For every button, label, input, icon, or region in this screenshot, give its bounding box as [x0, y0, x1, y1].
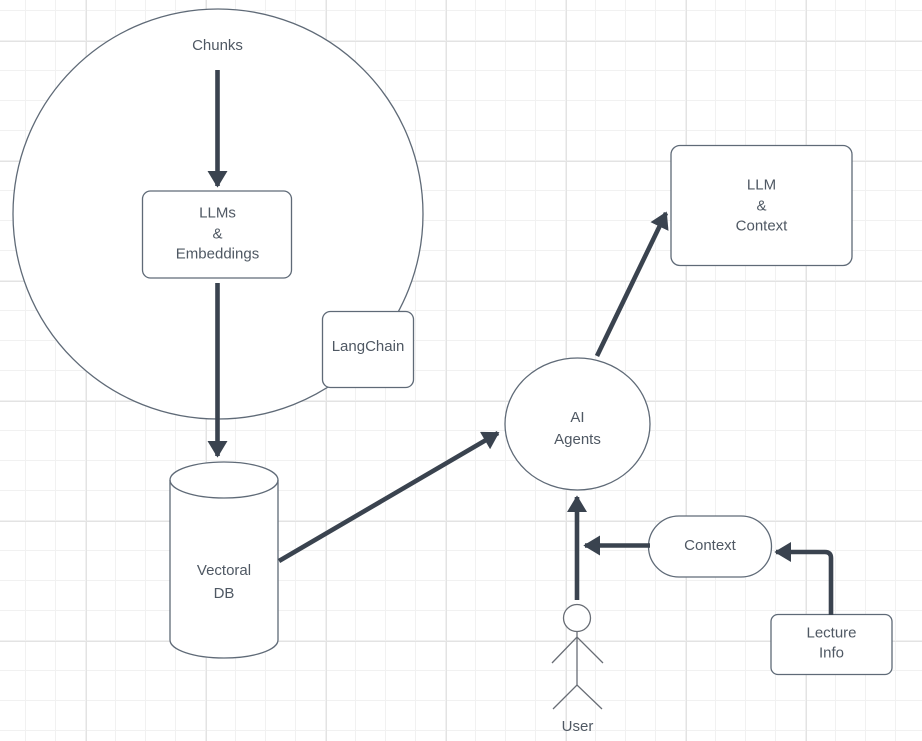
agents-to-llmcontext-arrow[interactable]: [594, 211, 669, 357]
vectoral-db-cylinder[interactable]: [169, 461, 279, 659]
user-actor-legs: [552, 684, 603, 710]
context-stadium[interactable]: [647, 515, 773, 578]
vectoral-db-cylinder-rim: [169, 479, 279, 499]
user-actor-arms: [551, 636, 604, 664]
llm-context-box[interactable]: [670, 144, 853, 267]
vectoraldb-to-agents-arrow[interactable]: [277, 431, 500, 563]
user-actor-head: [562, 603, 592, 633]
ai-agents-circle[interactable]: [504, 357, 651, 491]
lecture-info-box[interactable]: [770, 613, 893, 676]
user-actor[interactable]: [551, 603, 604, 710]
langchain-box[interactable]: [321, 310, 415, 389]
llms-embeddings-box[interactable]: [141, 190, 293, 279]
lectureinfo-to-context-arrow[interactable]: [774, 542, 834, 615]
